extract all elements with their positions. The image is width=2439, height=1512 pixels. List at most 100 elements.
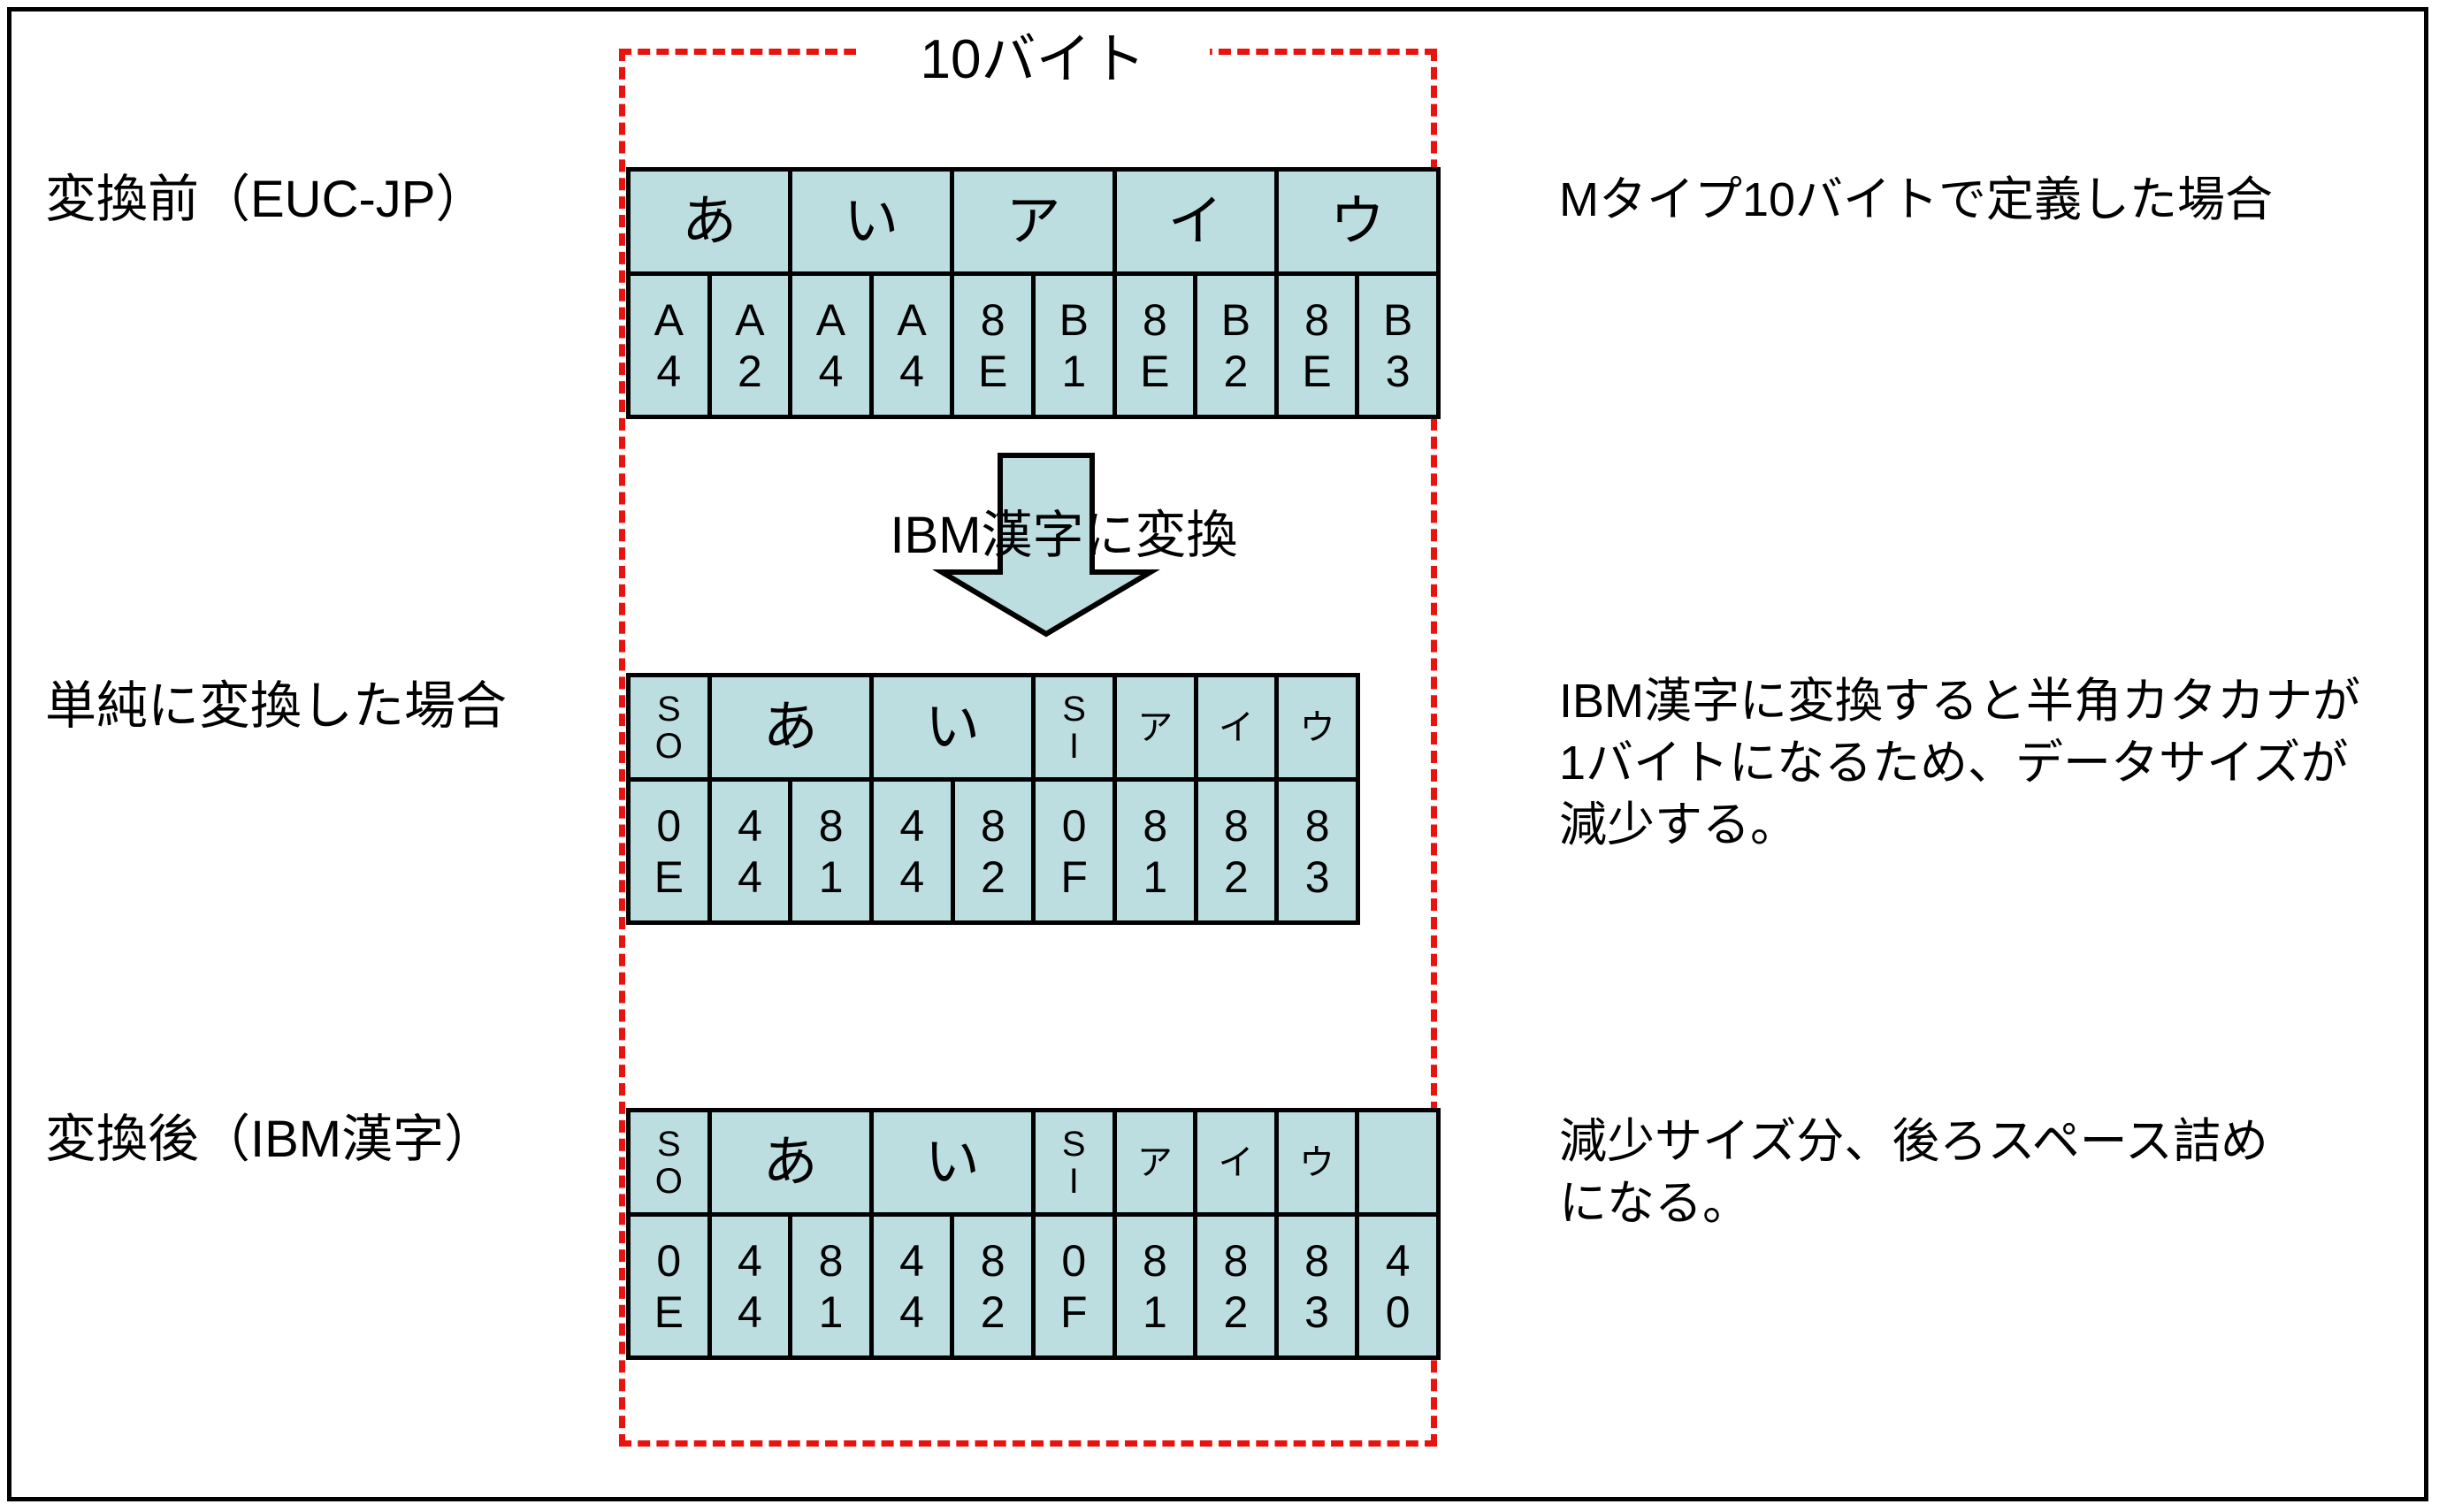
byte-lo-nibble: 4 xyxy=(899,1287,924,1337)
span-label-mask xyxy=(856,33,1210,72)
byte-hi-nibble: 0 xyxy=(1061,1235,1087,1286)
byte-hi-nibble: 8 xyxy=(981,800,1005,851)
byte-lo-nibble: 2 xyxy=(1223,346,1249,396)
conversion-arrow-label: IBM漢字に変換 xyxy=(890,507,1238,564)
byte-lo-nibble: E xyxy=(977,346,1008,396)
control-code-letter: S xyxy=(1061,1124,1086,1164)
conversion-arrow-icon xyxy=(931,452,1161,639)
char-cell: ウ xyxy=(1273,1108,1360,1217)
byte-lo-nibble: F xyxy=(1060,851,1088,902)
byte-lo-nibble: 0 xyxy=(1385,1287,1411,1337)
note-naive: IBM漢字に変換すると半角カタカナが 1バイトになるため、データサイズが 減少す… xyxy=(1559,675,2361,851)
byte-hi-nibble: 4 xyxy=(737,1235,762,1286)
byte-lo-nibble: E xyxy=(654,1287,684,1337)
ten-byte-span-label: 10バイト xyxy=(920,29,1146,90)
byte-hi-nibble: A xyxy=(654,294,684,345)
byte-lo-nibble: 4 xyxy=(737,1287,762,1337)
byte-hi-nibble: A xyxy=(735,294,765,345)
char-cell: い xyxy=(868,673,1036,782)
byte-hi-nibble: B xyxy=(1382,294,1413,345)
char-cell: ア xyxy=(1112,673,1198,782)
control-code-letter: S xyxy=(656,689,681,729)
char-cell: ウ xyxy=(1273,167,1441,276)
char-cell: い xyxy=(788,167,955,276)
char-cell: ア xyxy=(1112,1108,1198,1217)
byte-lo-nibble: 3 xyxy=(1385,346,1411,396)
byte-lo-nibble: F xyxy=(1059,1287,1088,1337)
byte-lo-nibble: 1 xyxy=(1143,851,1168,902)
byte-hi-nibble: 0 xyxy=(1061,800,1087,851)
control-code-letter: I xyxy=(1069,726,1080,766)
char-cell: あ xyxy=(625,167,793,276)
control-code-letter: S xyxy=(1062,689,1086,729)
row-label-naive: 単純に変換した場合 xyxy=(45,677,508,735)
byte-hi-nibble: 8 xyxy=(980,1235,1005,1286)
byte-lo-nibble: 1 xyxy=(1061,346,1087,396)
byte-lo-nibble: 2 xyxy=(1224,851,1249,902)
char-cell: あ xyxy=(707,673,874,782)
control-code-letter: I xyxy=(1068,1161,1079,1201)
byte-hi-nibble: B xyxy=(1220,294,1251,345)
char-cell: ア xyxy=(950,167,1117,276)
char-cell-blank xyxy=(1355,1108,1441,1217)
byte-hi-nibble: 8 xyxy=(818,800,844,851)
byte-lo-nibble: 4 xyxy=(899,851,925,902)
char-cell: ウ xyxy=(1274,673,1360,782)
byte-hi-nibble: 8 xyxy=(1304,1235,1329,1286)
byte-lo-nibble: E xyxy=(654,851,684,902)
control-code-letter: S xyxy=(656,1124,681,1164)
byte-lo-nibble: 4 xyxy=(738,851,762,902)
note-before: Mタイプ10バイトで定義した場合 xyxy=(1559,173,2274,226)
note-after: 減少サイズ分、後ろスペース詰め になる。 xyxy=(1559,1115,2268,1230)
byte-hi-nibble: 8 xyxy=(1304,800,1330,851)
byte-hi-nibble: 4 xyxy=(738,800,762,851)
byte-lo-nibble: 1 xyxy=(818,851,844,902)
byte-lo-nibble: 3 xyxy=(1304,1287,1329,1337)
byte-lo-nibble: 2 xyxy=(981,851,1005,902)
byte-hi-nibble: 8 xyxy=(1223,1235,1249,1286)
control-code-letter: O xyxy=(654,726,683,766)
char-cell: イ xyxy=(1193,1108,1279,1217)
byte-hi-nibble: 8 xyxy=(1142,294,1167,345)
byte-lo-nibble: E xyxy=(1140,346,1170,396)
byte-hi-nibble: 8 xyxy=(1143,800,1168,851)
char-cell: イ xyxy=(1193,673,1280,782)
